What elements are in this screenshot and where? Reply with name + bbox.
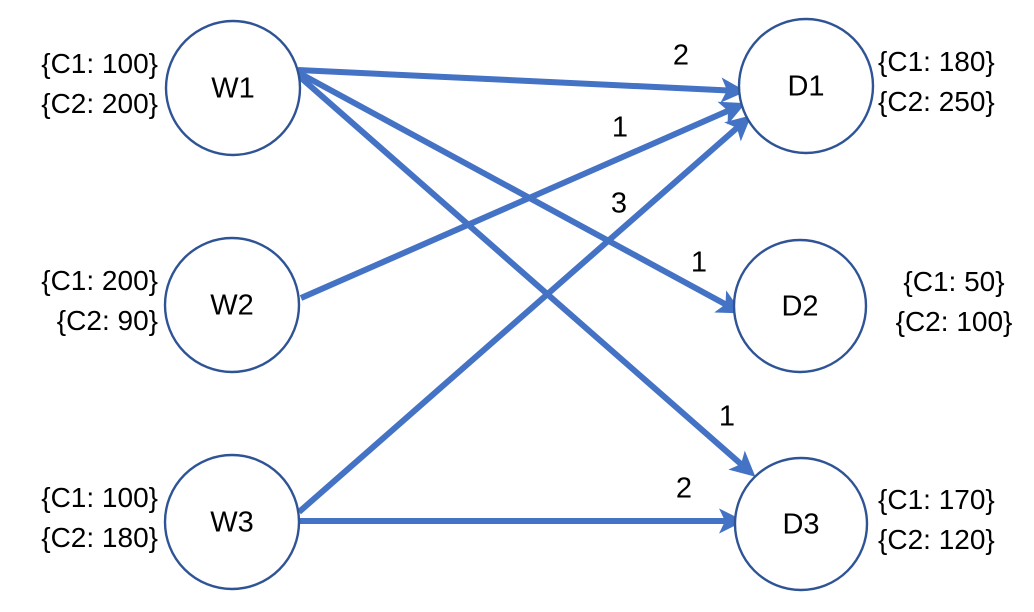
node-d3[interactable]: D3 (733, 456, 869, 592)
d1-attr-c2: {C2: 250} (878, 86, 995, 117)
edge-cost-w1-d3: 1 (719, 401, 735, 433)
d3-attr-c2: {C2: 120} (878, 524, 995, 555)
node-w2[interactable]: W2 (163, 236, 301, 374)
d2-attr-c1: {C1: 50} (903, 266, 1005, 297)
node-d2-label: D2 (781, 291, 818, 323)
edge-w1-d3[interactable] (298, 74, 756, 477)
w2-attr-c1: {C1: 200} (41, 265, 158, 296)
d1-attributes: {C1: 180} {C2: 250} (878, 42, 1030, 122)
w2-attributes: {C1: 200} {C2: 90} (8, 261, 158, 341)
edge-cost-w2-d1: 1 (612, 112, 628, 144)
w1-attributes: {C1: 100} {C2: 200} (8, 44, 158, 124)
node-w1[interactable]: W1 (164, 19, 302, 157)
d3-attr-c1: {C1: 170} (878, 484, 995, 515)
node-w3-circle[interactable] (163, 453, 301, 591)
edge-w3-d1[interactable] (297, 115, 752, 515)
node-d1-circle[interactable] (737, 17, 875, 155)
node-d2-circle[interactable] (732, 238, 868, 374)
edge-cost-w1-d1: 2 (673, 40, 689, 72)
w1-attr-c2: {C2: 200} (41, 88, 158, 119)
d2-attributes: {C1: 50} {C2: 100} (878, 262, 1030, 342)
edge-w1-d2[interactable] (297, 70, 743, 314)
node-w1-circle[interactable] (164, 19, 302, 157)
node-d3-circle[interactable] (733, 456, 869, 592)
node-d1[interactable]: D1 (737, 17, 875, 155)
edge-cost-group: 2 1 3 1 1 2 (611, 40, 735, 505)
w2-attr-c2: {C2: 90} (56, 305, 158, 336)
d3-attributes: {C1: 170} {C2: 120} (878, 480, 1030, 560)
node-w1-label: W1 (211, 73, 255, 105)
node-d2[interactable]: D2 (732, 238, 868, 374)
d1-attr-c1: {C1: 180} (878, 46, 995, 77)
w3-attributes: {C1: 100} {C2: 180} (8, 478, 158, 558)
edge-w1-d1[interactable] (297, 67, 747, 103)
edge-cost-w1-d2: 1 (691, 247, 707, 279)
edge-group (297, 67, 756, 534)
d2-attr-c2: {C2: 100} (895, 306, 1013, 337)
demand-node-group: D1 D2 D3 (732, 17, 875, 592)
edge-cost-w3-d1: 3 (611, 188, 627, 220)
w3-attr-c2: {C2: 180} (41, 522, 158, 553)
node-d1-label: D1 (787, 71, 824, 103)
edge-cost-w3-d3: 2 (676, 473, 692, 505)
edge-w2-d1[interactable] (299, 101, 746, 301)
w3-attr-c1: {C1: 100} (41, 482, 158, 513)
node-d3-label: D3 (782, 509, 819, 541)
node-w3[interactable]: W3 (163, 453, 301, 591)
node-w3-label: W3 (210, 507, 254, 539)
node-w2-label: W2 (210, 290, 254, 322)
supply-node-group: W1 W2 W3 (163, 19, 302, 591)
node-w2-circle[interactable] (163, 236, 301, 374)
w1-attr-c1: {C1: 100} (41, 48, 158, 79)
